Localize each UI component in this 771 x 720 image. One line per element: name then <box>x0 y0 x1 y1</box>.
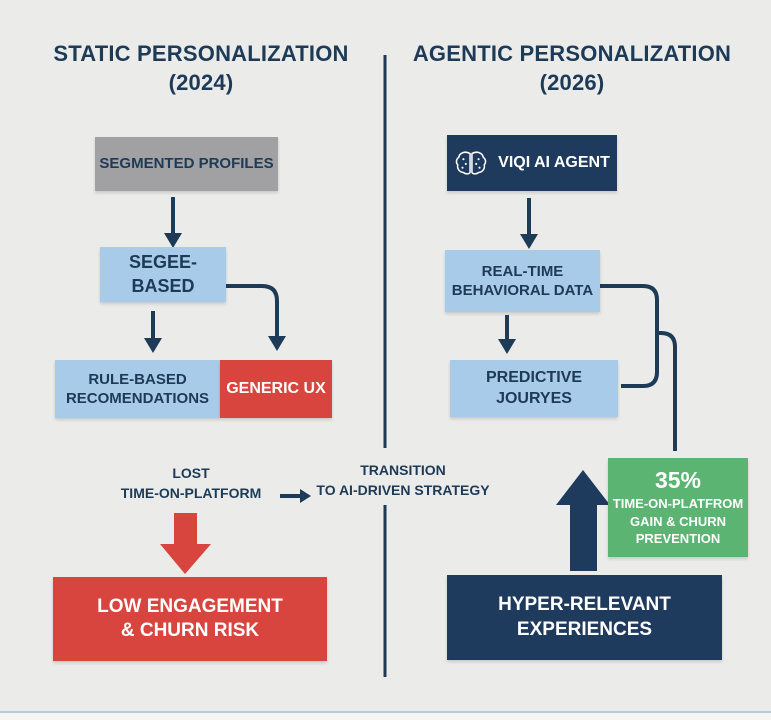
segment-based-box: SEGEE-BASED <box>100 247 226 302</box>
viqi-ai-agent-box: VIQI AI AGENT <box>447 135 617 191</box>
segmented-profiles-label: SEGMENTED PROFILES <box>99 155 274 173</box>
red-down-arrow <box>160 513 211 574</box>
right-title-line2: (2026) <box>539 69 605 95</box>
rule-based-recommendations-box: RULE-BASED RECOMENDATIONS <box>55 360 220 418</box>
right-column-title: AGENTIC PERSONALIZATION (2026) <box>412 40 732 97</box>
segment-based-label: SEGEE-BASED <box>128 252 198 296</box>
realtime-line2: BEHAVIORAL DATA <box>451 282 594 299</box>
rule-based-line2: RECOMENDATIONS <box>65 390 210 407</box>
elbow-segee-to-generic <box>226 284 286 351</box>
lost-label-line2: TIME-ON-PLATFORM <box>120 485 262 502</box>
elbow-realtime-to-predictive <box>600 284 659 388</box>
gain-line2: GAIN & CHURN <box>629 513 727 529</box>
rule-based-line1: RULE-BASED <box>88 370 187 388</box>
lost-time-on-platform-label: LOST TIME-ON-PLATFORM <box>105 463 277 504</box>
low-engagement-line2: & CHURN RISK <box>120 620 260 641</box>
generic-ux-box: GENERIC UX <box>220 360 332 418</box>
arrow-realtime-to-predictive <box>498 315 516 354</box>
connector-branch-to-green <box>657 331 677 451</box>
predictive-journeys-box: PREDICTIVE JOURYES <box>450 360 618 417</box>
bottom-accent-line <box>0 711 771 713</box>
arrow-viqi-to-realtime <box>520 198 538 249</box>
lost-label-line1: LOST <box>172 465 210 481</box>
left-column-title: STATIC PERSONALIZATION (2024) <box>40 40 362 97</box>
segmented-profiles-box: SEGMENTED PROFILES <box>95 137 278 191</box>
hyper-relevant-experiences-box: HYPER-RELEVANT EXPERIENCES <box>447 575 722 660</box>
transition-label-line2: TO AI-DRIVEN STRATEGY <box>316 482 490 499</box>
arrow-lost-to-transition <box>280 489 311 503</box>
transition-strategy-label: TRANSITION TO AI-DRIVEN STRATEGY <box>305 460 501 501</box>
gain-line1: TIME-ON-PLATFROM <box>612 496 744 512</box>
transition-label-line1: TRANSITION <box>360 462 446 478</box>
hyper-line1: HYPER-RELEVANT <box>498 594 671 616</box>
left-title-line2: (2024) <box>168 69 234 95</box>
gain-churn-prevention-box: 35% TIME-ON-PLATFROM GAIN & CHURN PREVEN… <box>608 458 748 557</box>
gain-line3: PREVENTION <box>635 531 721 547</box>
bottom-margin-strip <box>0 713 771 720</box>
realtime-behavioral-data-box: REAL-TIME BEHAVIORAL DATA <box>445 250 600 312</box>
left-title-line1: STATIC PERSONALIZATION <box>53 41 349 66</box>
generic-ux-label: GENERIC UX <box>226 379 326 397</box>
realtime-line1: REAL-TIME <box>481 262 564 280</box>
hyper-line2: EXPERIENCES <box>516 618 653 640</box>
right-title-line1: AGENTIC PERSONALIZATION <box>412 41 732 66</box>
low-engagement-line1: LOW ENGAGEMENT <box>97 595 283 617</box>
arrow-segmented-to-segee <box>164 197 182 248</box>
brain-icon <box>455 151 487 175</box>
viqi-ai-agent-label: VIQI AI AGENT <box>498 153 610 171</box>
predictive-journeys-label: PREDICTIVE JOURYES <box>485 369 582 407</box>
gain-percent-value: 35% <box>654 466 702 493</box>
low-engagement-churn-box: LOW ENGAGEMENT & CHURN RISK <box>53 577 327 661</box>
navy-up-arrow <box>556 470 610 571</box>
arrow-segee-to-rule <box>144 311 162 353</box>
